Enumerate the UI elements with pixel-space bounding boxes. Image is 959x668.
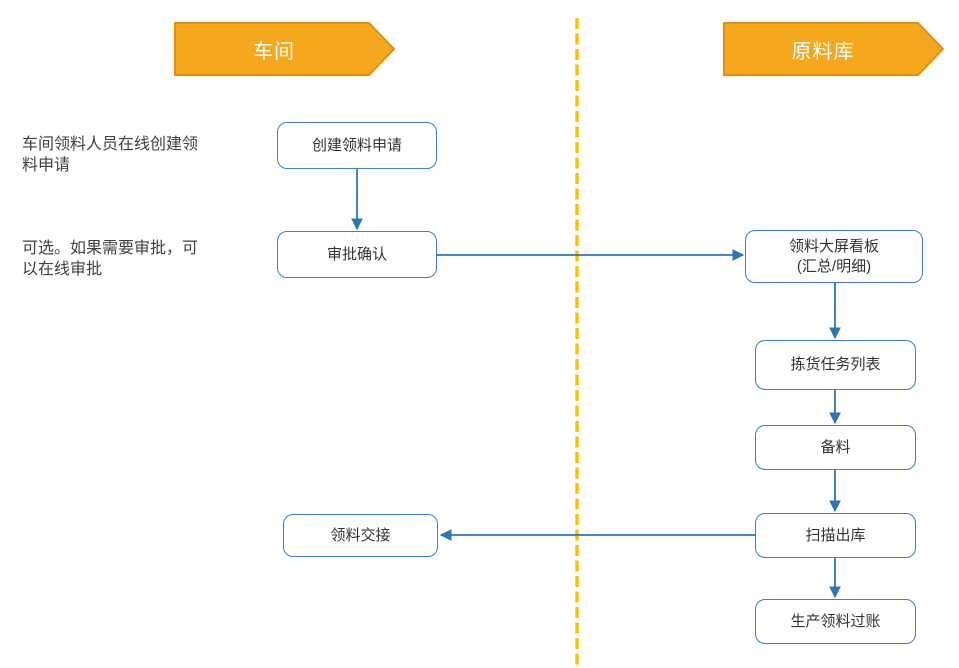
node-approval-confirm: 审批确认 (277, 231, 437, 278)
lane-header-arrow-shape (723, 22, 945, 76)
lane-header-workshop: 车间 (174, 22, 396, 76)
node-scan-outbound: 扫描出库 (755, 513, 916, 558)
lane-header-warehouse-label: 原料库 (791, 40, 855, 63)
node-posting: 生产领料过账 (755, 599, 916, 644)
note-approval-optional: 可选。如果需要审批，可 以在线审批 (22, 240, 199, 278)
lane-header-arrow-shape (174, 22, 396, 76)
node-create-request: 创建领料申请 (277, 122, 437, 169)
lane-header-workshop-label: 车间 (253, 40, 295, 63)
node-material-prep: 备料 (755, 425, 916, 470)
note-create-request: 车间领料人员在线创建领 料申请 (22, 136, 199, 174)
lane-header-warehouse: 原料库 (723, 22, 945, 76)
node-dashboard: 领料大屏看板 (汇总/明细) (745, 230, 923, 283)
node-handover: 领料交接 (283, 514, 438, 557)
node-picking-task-list: 拣货任务列表 (755, 340, 916, 390)
